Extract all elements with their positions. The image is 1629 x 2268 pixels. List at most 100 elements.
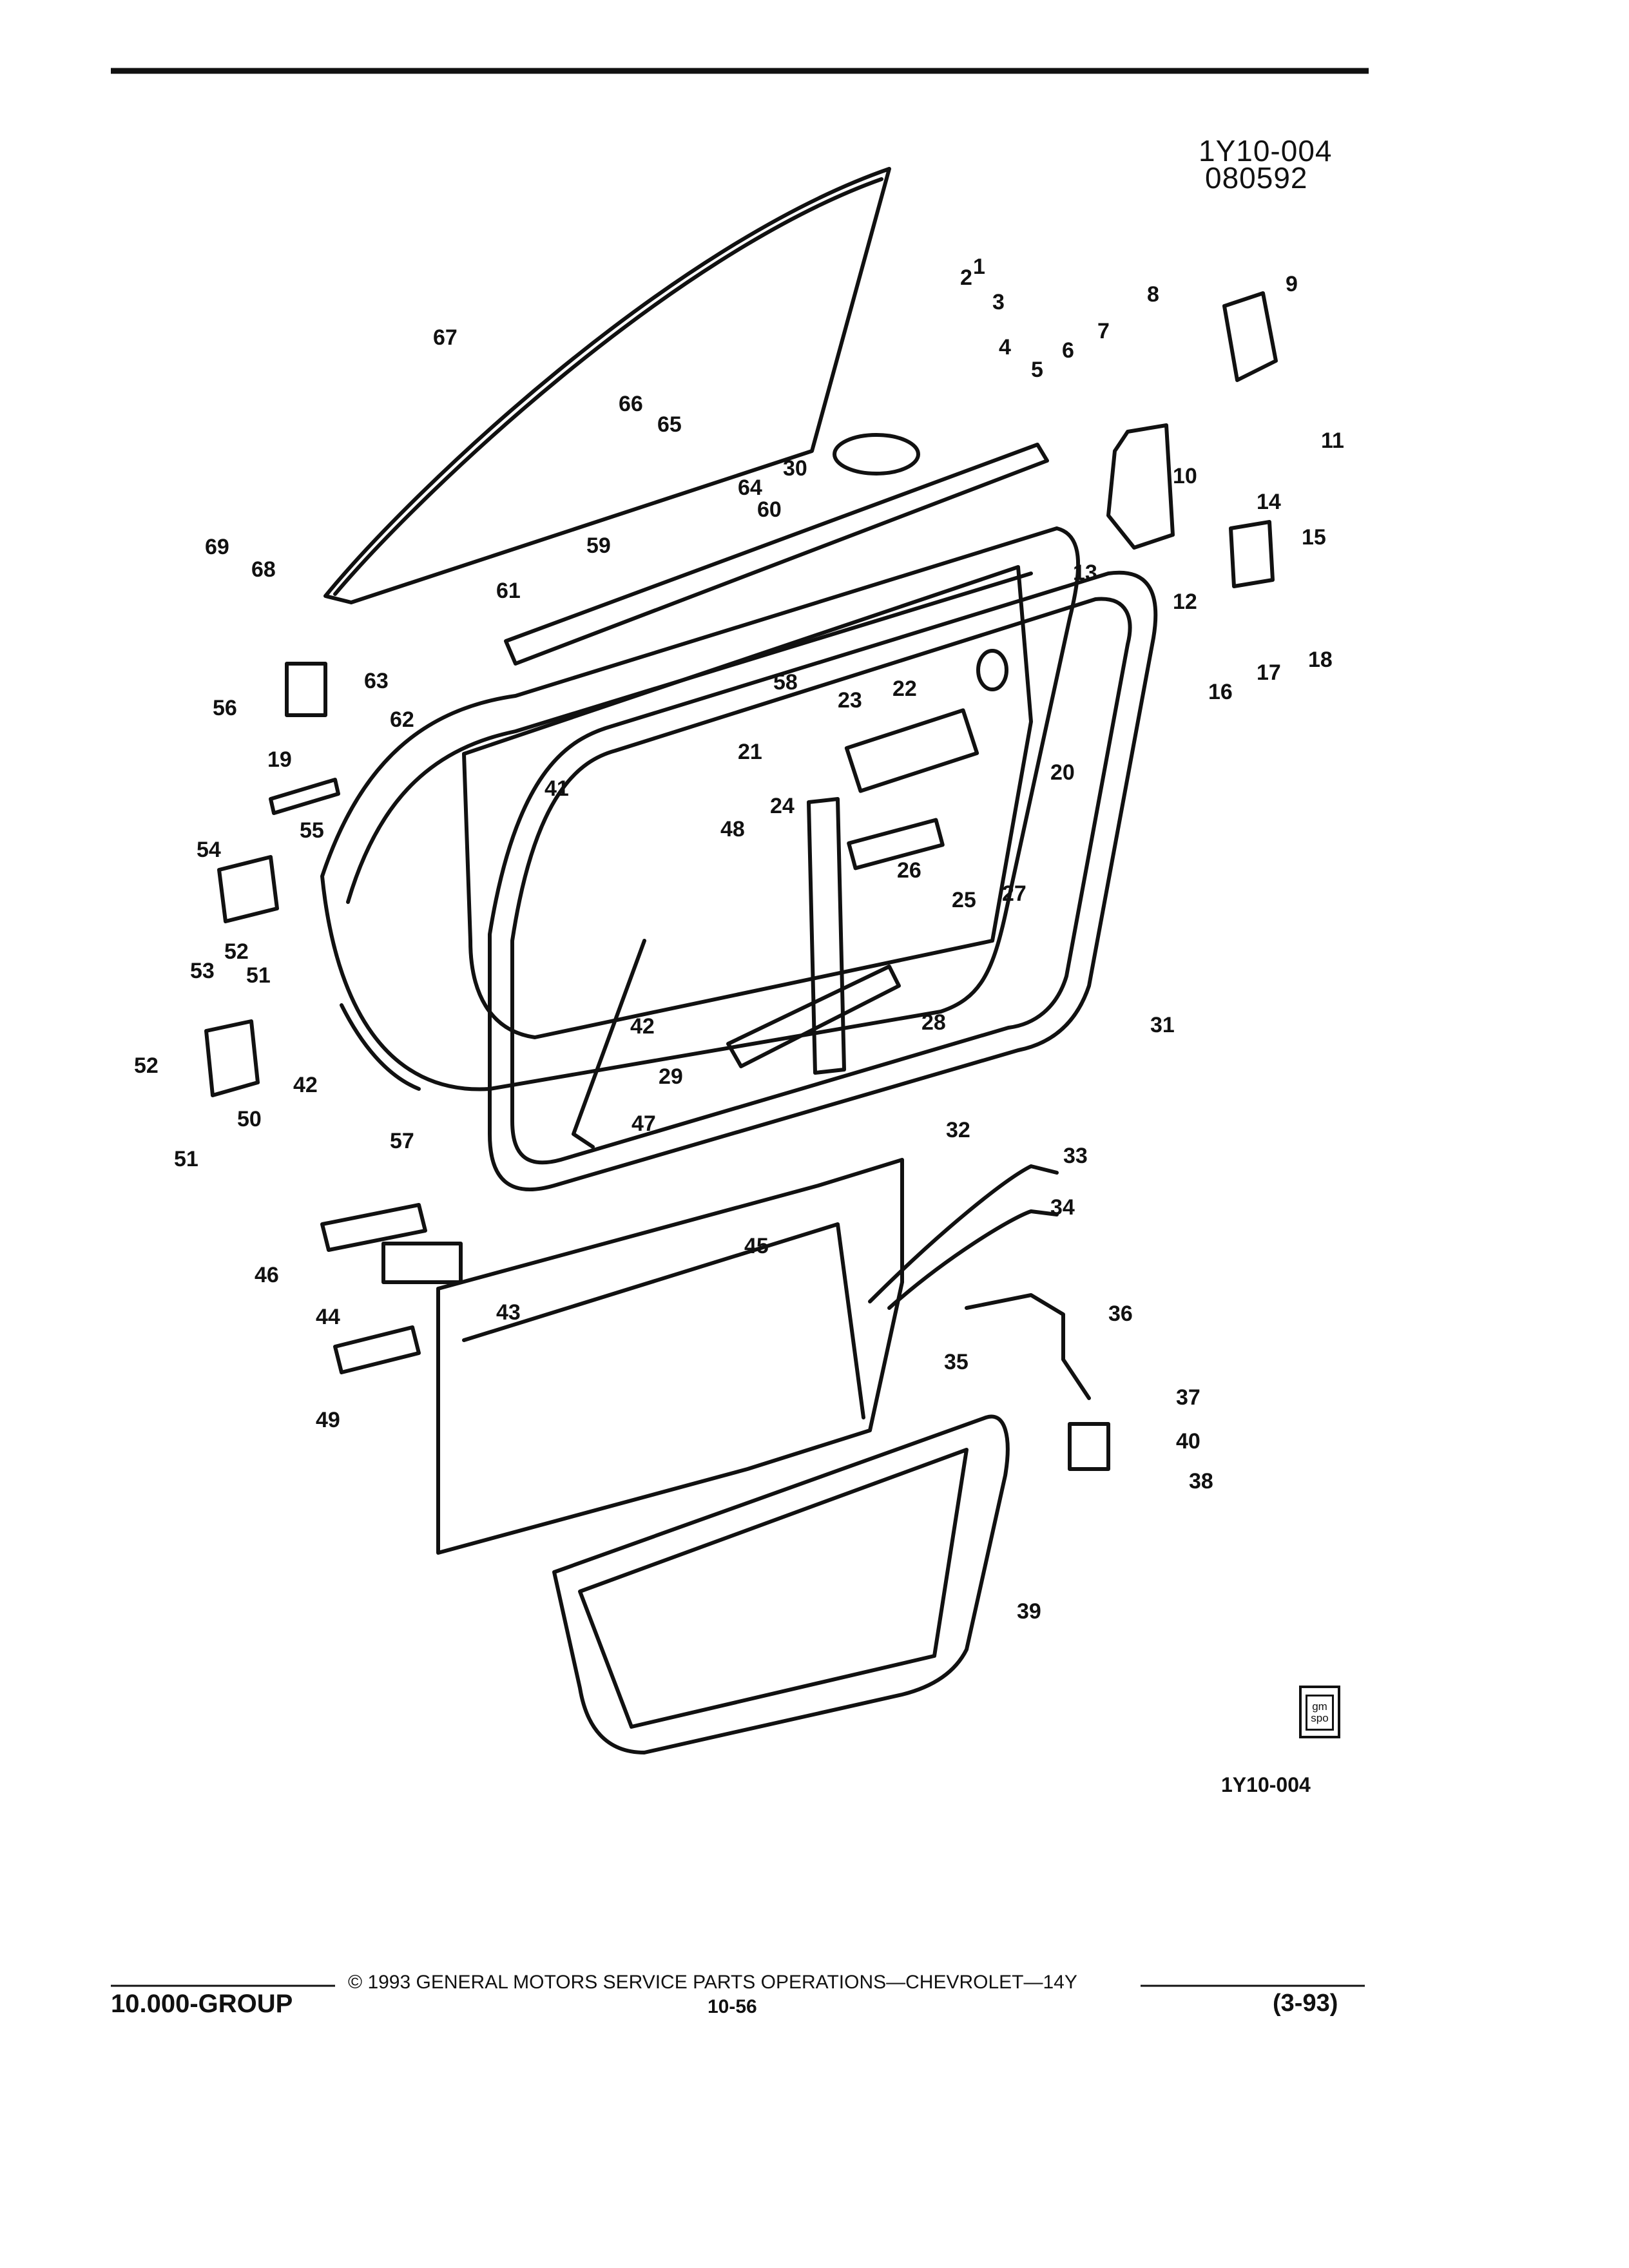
callout-47: 47 bbox=[631, 1111, 656, 1136]
callout-18: 18 bbox=[1308, 648, 1333, 672]
callout-37: 37 bbox=[1176, 1385, 1200, 1410]
rod-36 bbox=[965, 1293, 1091, 1400]
rod-33 bbox=[868, 1164, 1059, 1303]
callout-62: 62 bbox=[390, 707, 414, 732]
callout-33: 33 bbox=[1063, 1144, 1088, 1168]
lock-cylinder-40 bbox=[1068, 1422, 1110, 1471]
bracket-15 bbox=[1229, 520, 1275, 588]
callout-26: 26 bbox=[897, 858, 921, 883]
part-drawings bbox=[204, 167, 1278, 1754]
outside-handle-9 bbox=[1222, 291, 1278, 382]
callout-22: 22 bbox=[892, 677, 917, 701]
callout-7: 7 bbox=[1097, 319, 1110, 343]
callout-40: 40 bbox=[1176, 1429, 1200, 1454]
callout-45: 45 bbox=[744, 1234, 769, 1258]
callout-15: 15 bbox=[1302, 525, 1326, 550]
callout-17: 17 bbox=[1257, 660, 1281, 685]
callout-49: 49 bbox=[316, 1408, 340, 1432]
part-44 bbox=[381, 1242, 463, 1284]
callout-56: 56 bbox=[213, 696, 237, 720]
callout-20: 20 bbox=[1050, 760, 1075, 785]
door-weatherstrip bbox=[488, 570, 1158, 1192]
callout-44: 44 bbox=[316, 1305, 340, 1329]
door-latch-12 bbox=[1106, 423, 1175, 550]
gm-spo-logo: gm spo bbox=[1299, 1686, 1340, 1738]
callout-5: 5 bbox=[1031, 358, 1043, 382]
callout-29: 29 bbox=[659, 1064, 683, 1089]
page-number: 10-56 bbox=[708, 1996, 757, 2017]
figure-reference: 1Y10-004 bbox=[1221, 1773, 1311, 1796]
callout-32: 32 bbox=[946, 1118, 970, 1142]
callout-42a: 42 bbox=[630, 1014, 655, 1039]
callout-46: 46 bbox=[255, 1263, 279, 1287]
callout-43: 43 bbox=[496, 1300, 521, 1325]
group-label: 10.000-GROUP bbox=[111, 1990, 293, 2018]
callout-51b: 51 bbox=[174, 1147, 198, 1171]
callout-19: 19 bbox=[267, 747, 292, 772]
callout-55: 55 bbox=[300, 818, 324, 843]
callout-51a: 51 bbox=[246, 963, 271, 988]
seal-57 bbox=[340, 1003, 421, 1091]
callout-63: 63 bbox=[364, 669, 389, 693]
door-inner-panel bbox=[462, 565, 1033, 1039]
window-glass-outline bbox=[323, 167, 891, 604]
callout-60: 60 bbox=[757, 497, 782, 522]
callout-35: 35 bbox=[944, 1350, 969, 1374]
callout-28: 28 bbox=[921, 1010, 946, 1035]
callout-52b: 52 bbox=[134, 1053, 159, 1078]
callout-12: 12 bbox=[1173, 590, 1197, 614]
callout-24: 24 bbox=[770, 794, 795, 818]
plate-63 bbox=[285, 662, 327, 717]
logo-line-1: gm bbox=[1312, 1700, 1327, 1713]
callout-36: 36 bbox=[1108, 1302, 1133, 1326]
callout-66: 66 bbox=[619, 392, 643, 416]
callout-23: 23 bbox=[838, 688, 862, 713]
callout-3: 3 bbox=[992, 290, 1005, 314]
pad-26 bbox=[847, 818, 945, 870]
callout-57: 57 bbox=[390, 1129, 414, 1153]
callout-53: 53 bbox=[190, 959, 215, 983]
revision-date: (3-93) bbox=[1273, 1990, 1338, 2017]
door-inner-trim-32 bbox=[436, 1158, 904, 1555]
callout-21: 21 bbox=[738, 740, 762, 764]
figure-date: 080592 bbox=[1205, 161, 1308, 195]
callout-10: 10 bbox=[1173, 464, 1197, 488]
grommet-22 bbox=[976, 649, 1008, 691]
callout-8: 8 bbox=[1147, 282, 1159, 307]
callout-68: 68 bbox=[251, 557, 276, 582]
callout-38: 38 bbox=[1189, 1469, 1213, 1494]
callout-39: 39 bbox=[1017, 1599, 1041, 1624]
callout-48: 48 bbox=[720, 817, 745, 841]
door-outer-panel bbox=[320, 526, 1081, 1091]
callout-25: 25 bbox=[952, 888, 976, 912]
figure-code: 1Y10-004 bbox=[1199, 134, 1333, 168]
callout-67: 67 bbox=[433, 325, 458, 350]
callout-16: 16 bbox=[1208, 680, 1233, 704]
callout-34: 34 bbox=[1050, 1195, 1075, 1220]
sound-pad-23 bbox=[844, 708, 979, 793]
logo-line-2: spo bbox=[1311, 1712, 1329, 1724]
callout-54: 54 bbox=[197, 838, 221, 862]
callout-69: 69 bbox=[205, 535, 229, 559]
callout-9: 9 bbox=[1286, 272, 1298, 296]
part-49 bbox=[333, 1325, 421, 1374]
callout-13: 13 bbox=[1073, 561, 1097, 585]
rod-34 bbox=[887, 1209, 1059, 1310]
callout-65: 65 bbox=[657, 412, 682, 437]
callout-50: 50 bbox=[237, 1107, 262, 1131]
hinge-55 bbox=[217, 855, 279, 923]
callout-27: 27 bbox=[1002, 881, 1027, 906]
callout-11: 11 bbox=[1321, 428, 1344, 453]
copyright-line: © 1993 GENERAL MOTORS SERVICE PARTS OPER… bbox=[348, 1972, 1077, 1993]
bolt-19 bbox=[269, 778, 340, 815]
callout-6: 6 bbox=[1062, 338, 1074, 363]
window-regulator bbox=[807, 797, 846, 1075]
callout-4: 4 bbox=[999, 335, 1011, 360]
door-trim-panel-39 bbox=[552, 1414, 1010, 1754]
callout-31: 31 bbox=[1150, 1013, 1175, 1037]
callout-61: 61 bbox=[496, 579, 521, 603]
part-46 bbox=[320, 1203, 427, 1252]
hinge-50 bbox=[204, 1019, 260, 1097]
